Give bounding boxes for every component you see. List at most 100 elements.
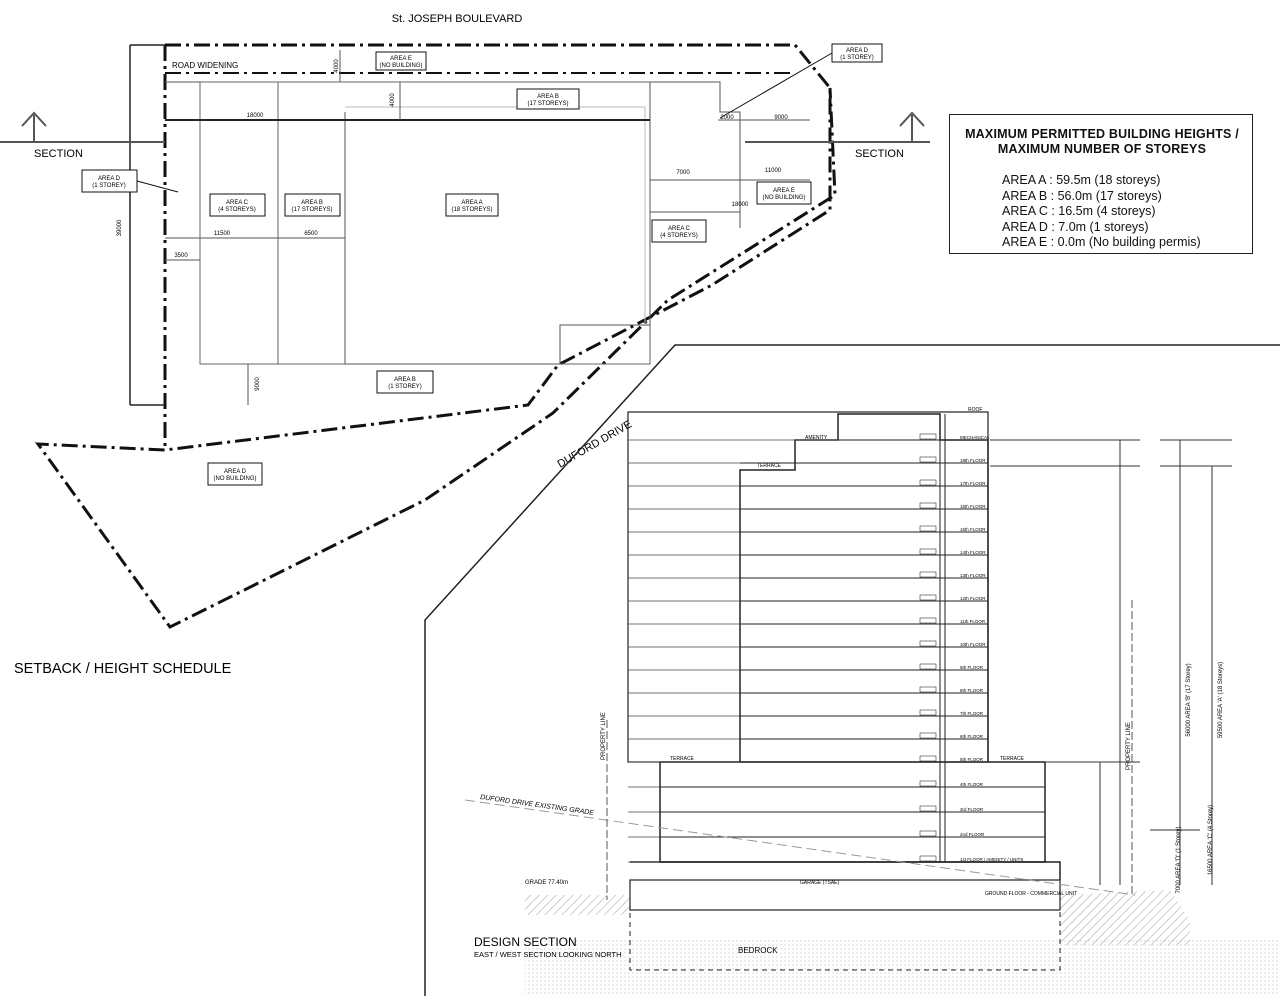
height-legend: MAXIMUM PERMITTED BUILDING HEIGHTS / MAX…	[949, 114, 1253, 254]
site-plan: St. JOSEPH BOULEVARD SECTION	[0, 13, 930, 677]
dim-9000b: 9000	[255, 377, 261, 391]
svg-text:(NO BUILDING): (NO BUILDING)	[762, 195, 805, 201]
dim-area-d-height: 7000 AREA 'D' (1 Storey)	[1176, 827, 1182, 894]
dim-18000: 18000	[247, 113, 264, 119]
svg-text:AREA B: AREA B	[394, 377, 416, 383]
svg-text:(NO BUILDING): (NO BUILDING)	[379, 63, 422, 69]
area-tag-a: AREA A (18 STOREYS)	[445, 193, 499, 217]
svg-text:AREA C: AREA C	[668, 226, 691, 232]
floor-elevation-tag	[919, 456, 937, 463]
terrace-label-left: TERRACE	[670, 756, 695, 762]
section-label-left: SECTION	[34, 148, 83, 160]
svg-text:AREA C: AREA C	[226, 200, 249, 206]
amenity-label: AMENITY	[805, 435, 828, 441]
area-tag-e-top: AREA E (NO BUILDING)	[375, 51, 427, 71]
svg-text:(4 STOREYS): (4 STOREYS)	[660, 233, 698, 239]
floor-elevation-tag	[919, 502, 937, 509]
area-a-outline	[344, 82, 651, 365]
svg-text:(17 STOREYS): (17 STOREYS)	[528, 101, 569, 107]
floor-label: 9th FLOOR	[960, 665, 984, 670]
site-plan-title: SETBACK / HEIGHT SCHEDULE	[14, 661, 232, 677]
floor-label: 17th FLOOR	[960, 481, 986, 486]
floor-label: 11th FLOOR	[960, 619, 986, 624]
dim-3500: 3500	[174, 253, 188, 259]
section-marker-right	[745, 111, 930, 143]
svg-text:(1 STOREY): (1 STOREY)	[840, 55, 874, 61]
floor-elevation-tag	[919, 640, 937, 647]
floor-label: MECHANICAL	[960, 435, 990, 440]
ground-floor-label: GROUND FLOOR - COMMERCIAL UNIT	[985, 891, 1077, 897]
area-tag-c-left: AREA C (4 STOREYS)	[209, 193, 266, 217]
area-tag-b-bottom: AREA B (1 STOREY)	[376, 370, 434, 394]
floor-elevation-tag	[919, 780, 937, 787]
floor-label: 18th FLOOR	[960, 458, 986, 463]
dim-7000: 7000	[676, 170, 690, 176]
section-frame	[424, 344, 1280, 996]
bedrock-label: BEDROCK	[738, 946, 778, 955]
section-subtitle: EAST / WEST SECTION LOOKING NORTH	[474, 950, 622, 959]
dim-18000b: 18000	[732, 202, 749, 208]
floor-elevation-tag	[919, 548, 937, 555]
dim-area-c-height: 16500 AREA 'C' (4 Storey)	[1208, 805, 1214, 875]
area-tag-b-mid: AREA B (17 STOREYS)	[284, 193, 341, 217]
svg-text:AREA B: AREA B	[537, 94, 559, 100]
floor-label: 7th FLOOR	[960, 711, 984, 716]
area-tag-c-right: AREA C (4 STOREYS)	[651, 219, 707, 243]
section-marker-left	[0, 111, 165, 143]
section-label-right: SECTION	[855, 148, 904, 160]
floor-label: 1st FLOOR / AMENITY / UNITS	[960, 857, 1023, 862]
floor-label: 6th FLOOR	[960, 734, 984, 739]
floor-label: 2nd FLOOR	[960, 832, 985, 837]
legend-row-area-c: AREA C : 16.5m (4 storeys)	[1002, 204, 1156, 219]
svg-text:AREA A: AREA A	[461, 200, 482, 206]
floor-label: 13th FLOOR	[960, 573, 986, 578]
right-dims	[990, 439, 1232, 885]
floor-label: 15th FLOOR	[960, 527, 986, 532]
floor-elevation-tag	[919, 594, 937, 601]
area-tag-e-right: AREA E (NO BUILDING)	[756, 181, 812, 205]
floor-label: 14th FLOOR	[960, 550, 986, 555]
floor-elevation-tag	[919, 525, 937, 532]
floor-elevation-tag	[919, 686, 937, 693]
floor-elevation-tag	[919, 433, 937, 440]
property-boundary	[34, 43, 837, 629]
roof-label: ROOF	[968, 407, 982, 413]
floor-elevation-tag	[919, 855, 937, 862]
floor-elevation-tag	[919, 830, 937, 837]
floor-label: 10th FLOOR	[960, 642, 986, 647]
floor-elevation-tag	[919, 709, 937, 716]
area-a-inner-outline	[345, 106, 646, 325]
floor-label: 16th FLOOR	[960, 504, 986, 509]
svg-text:(1 STOREY): (1 STOREY)	[388, 384, 422, 390]
terrace-label-right: TERRACE	[1000, 756, 1025, 762]
legend-row-area-b: AREA B : 56.0m (17 storeys)	[1002, 188, 1162, 203]
garage-label: GARAGE (TSAE)	[800, 880, 840, 886]
dim-6500: 6500	[304, 231, 318, 237]
area-tag-b-top: AREA B (17 STOREYS)	[516, 88, 580, 110]
road-widening-label: ROAD WIDENING	[172, 61, 238, 70]
svg-text:AREA E: AREA E	[390, 56, 412, 62]
property-line-label-right: PROPERTY LINE	[1126, 722, 1132, 770]
terrace-label-top: TERRACE	[757, 463, 782, 469]
street-top-label: St. JOSEPH BOULEVARD	[392, 13, 523, 25]
building-outline	[627, 411, 1061, 971]
area-tag-d-topright: AREA D (1 STOREY)	[719, 43, 883, 119]
grade-left-label: GRADE 77.40m	[525, 880, 568, 886]
legend-rows: AREA A : 59.5m (18 storeys) AREA B : 56.…	[1002, 173, 1201, 251]
soil-right	[1060, 890, 1190, 945]
floor-lines: MECHANICAL 18th FLOOR 17th FLOOR 16th FLOOR…	[628, 433, 1045, 863]
floor-label: 12th FLOOR	[960, 596, 986, 601]
area-tag-d-left: AREA D (1 STOREY)	[81, 169, 179, 193]
property-line-label-left: PROPERTY LINE	[601, 712, 607, 760]
svg-text:(4 STOREYS): (4 STOREYS)	[218, 207, 256, 213]
svg-text:AREA D: AREA D	[98, 176, 121, 182]
floor-elevation-tag	[919, 617, 937, 624]
svg-text:(1 STOREY): (1 STOREY)	[92, 183, 126, 189]
area-grid-outline	[199, 81, 651, 365]
floor-label: 5th FLOOR	[960, 757, 984, 762]
dim-4000a: 4000	[334, 59, 340, 73]
dim-11500: 11500	[214, 231, 231, 237]
svg-text:(17 STOREYS): (17 STOREYS)	[292, 207, 333, 213]
existing-grade-line	[464, 799, 1136, 896]
legend-row-area-a: AREA A : 59.5m (18 storeys)	[1002, 173, 1161, 187]
